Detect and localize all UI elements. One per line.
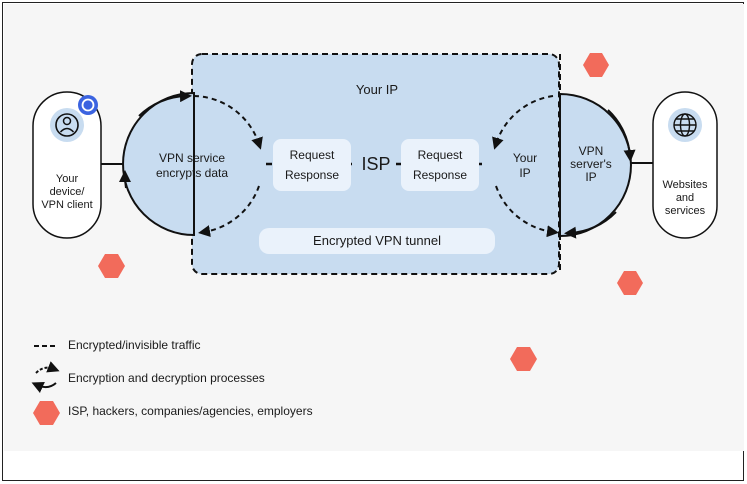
device-label: Your device/ VPN client	[41, 173, 93, 211]
your-ip-circle-label: Your IP	[512, 151, 538, 180]
threat-hexagons	[98, 53, 643, 371]
vpn-server-ip-label: VPN server's IP	[570, 144, 612, 184]
isp-label: ISP	[361, 154, 391, 174]
legend-item-processes: Encryption and decryption processes	[68, 371, 265, 385]
left-cycle-arrows	[193, 95, 263, 150]
your-ip-label: Your IP	[355, 82, 399, 97]
request-label: Request	[289, 148, 335, 162]
websites-label: Websites and services	[662, 179, 708, 217]
legend-cycle-arrows-icon	[35, 361, 60, 374]
globe-icon	[673, 113, 697, 137]
tunnel-label-text: Encrypted VPN tunnel	[313, 233, 441, 248]
diagram-canvas: Your IP ISP Your device/ VPN client VPN …	[4, 4, 744, 451]
user-icon	[55, 113, 79, 137]
legend-item-threats: ISP, hackers, companies/agencies, employ…	[68, 404, 313, 418]
tunnel-label: Encrypted VPN tunnel	[259, 228, 495, 254]
vpn-service-label: VPN service encrypts data	[155, 151, 229, 180]
legend-hexagon-icon	[33, 401, 60, 425]
response-label: Response	[284, 168, 340, 182]
right-cycle-arrows	[492, 95, 554, 150]
legend-item-traffic: Encrypted/invisible traffic	[68, 338, 201, 352]
response-label: Response	[412, 168, 468, 182]
right-request-response-pill: Request Response	[401, 139, 479, 191]
left-request-response-pill: Request Response	[273, 139, 351, 191]
request-label: Request	[417, 148, 463, 162]
vpn-badge-icon	[78, 95, 98, 115]
